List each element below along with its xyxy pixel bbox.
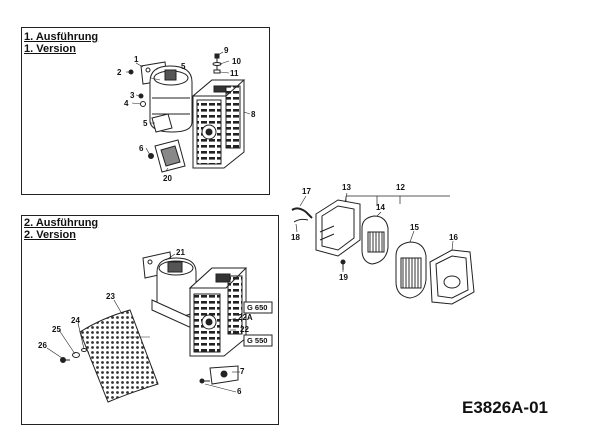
leader-lines-c (295, 192, 454, 272)
callout-5-upper: 5 (181, 62, 186, 71)
callout-10: 10 (232, 57, 241, 66)
callout-9: 9 (224, 46, 229, 55)
air-filter-icon (291, 195, 475, 305)
callout-24: 24 (71, 316, 80, 325)
callout-11: 11 (230, 69, 239, 78)
panel-b-title: 2. Ausführung (24, 217, 99, 229)
callout-2: 2 (117, 68, 122, 77)
shield-icon (191, 79, 246, 169)
callout-26: 26 (38, 341, 47, 350)
callout-6: 6 (139, 144, 144, 153)
model-label-g550: G 550 (247, 336, 267, 345)
model-box-g650 (243, 301, 273, 314)
muffler-icon (140, 61, 193, 173)
callout-6-b: 6 (237, 387, 242, 396)
callout-15: 15 (410, 223, 419, 232)
callout-22: 22 (240, 325, 249, 334)
callout-8: 8 (251, 110, 256, 119)
callout-22a: 22A (238, 313, 253, 322)
callout-18: 18 (291, 233, 300, 242)
model-box-g550 (243, 334, 273, 347)
leader-lines-b (46, 253, 247, 393)
callout-3: 3 (130, 91, 135, 100)
callout-4: 4 (124, 99, 129, 108)
leader-lines-a (126, 51, 251, 172)
drawing-code: E3826A-01 (462, 398, 549, 417)
callout-14: 14 (376, 203, 385, 212)
callout-25: 25 (52, 325, 61, 334)
callout-5-lower: 5 (143, 119, 148, 128)
screw-icon (60, 348, 210, 384)
panel-a-title: 1. Ausführung (24, 31, 99, 43)
callout-19: 19 (339, 273, 348, 282)
callout-20: 20 (163, 174, 172, 183)
muffler-icon (142, 251, 197, 331)
callout-17: 17 (302, 187, 311, 196)
model-label-g650: G 650 (247, 303, 267, 312)
callout-7: 7 (240, 367, 245, 376)
callout-16: 16 (449, 233, 458, 242)
panel-b-subtitle: 2. Version (24, 229, 76, 241)
shield-icon (188, 267, 248, 385)
callout-12: 12 (396, 183, 405, 192)
panel-a-subtitle: 1. Version (24, 43, 76, 55)
callout-23: 23 (106, 292, 115, 301)
gasket-icon (79, 309, 159, 403)
callout-1: 1 (134, 55, 139, 64)
callout-21: 21 (176, 248, 185, 257)
callout-13: 13 (342, 183, 351, 192)
